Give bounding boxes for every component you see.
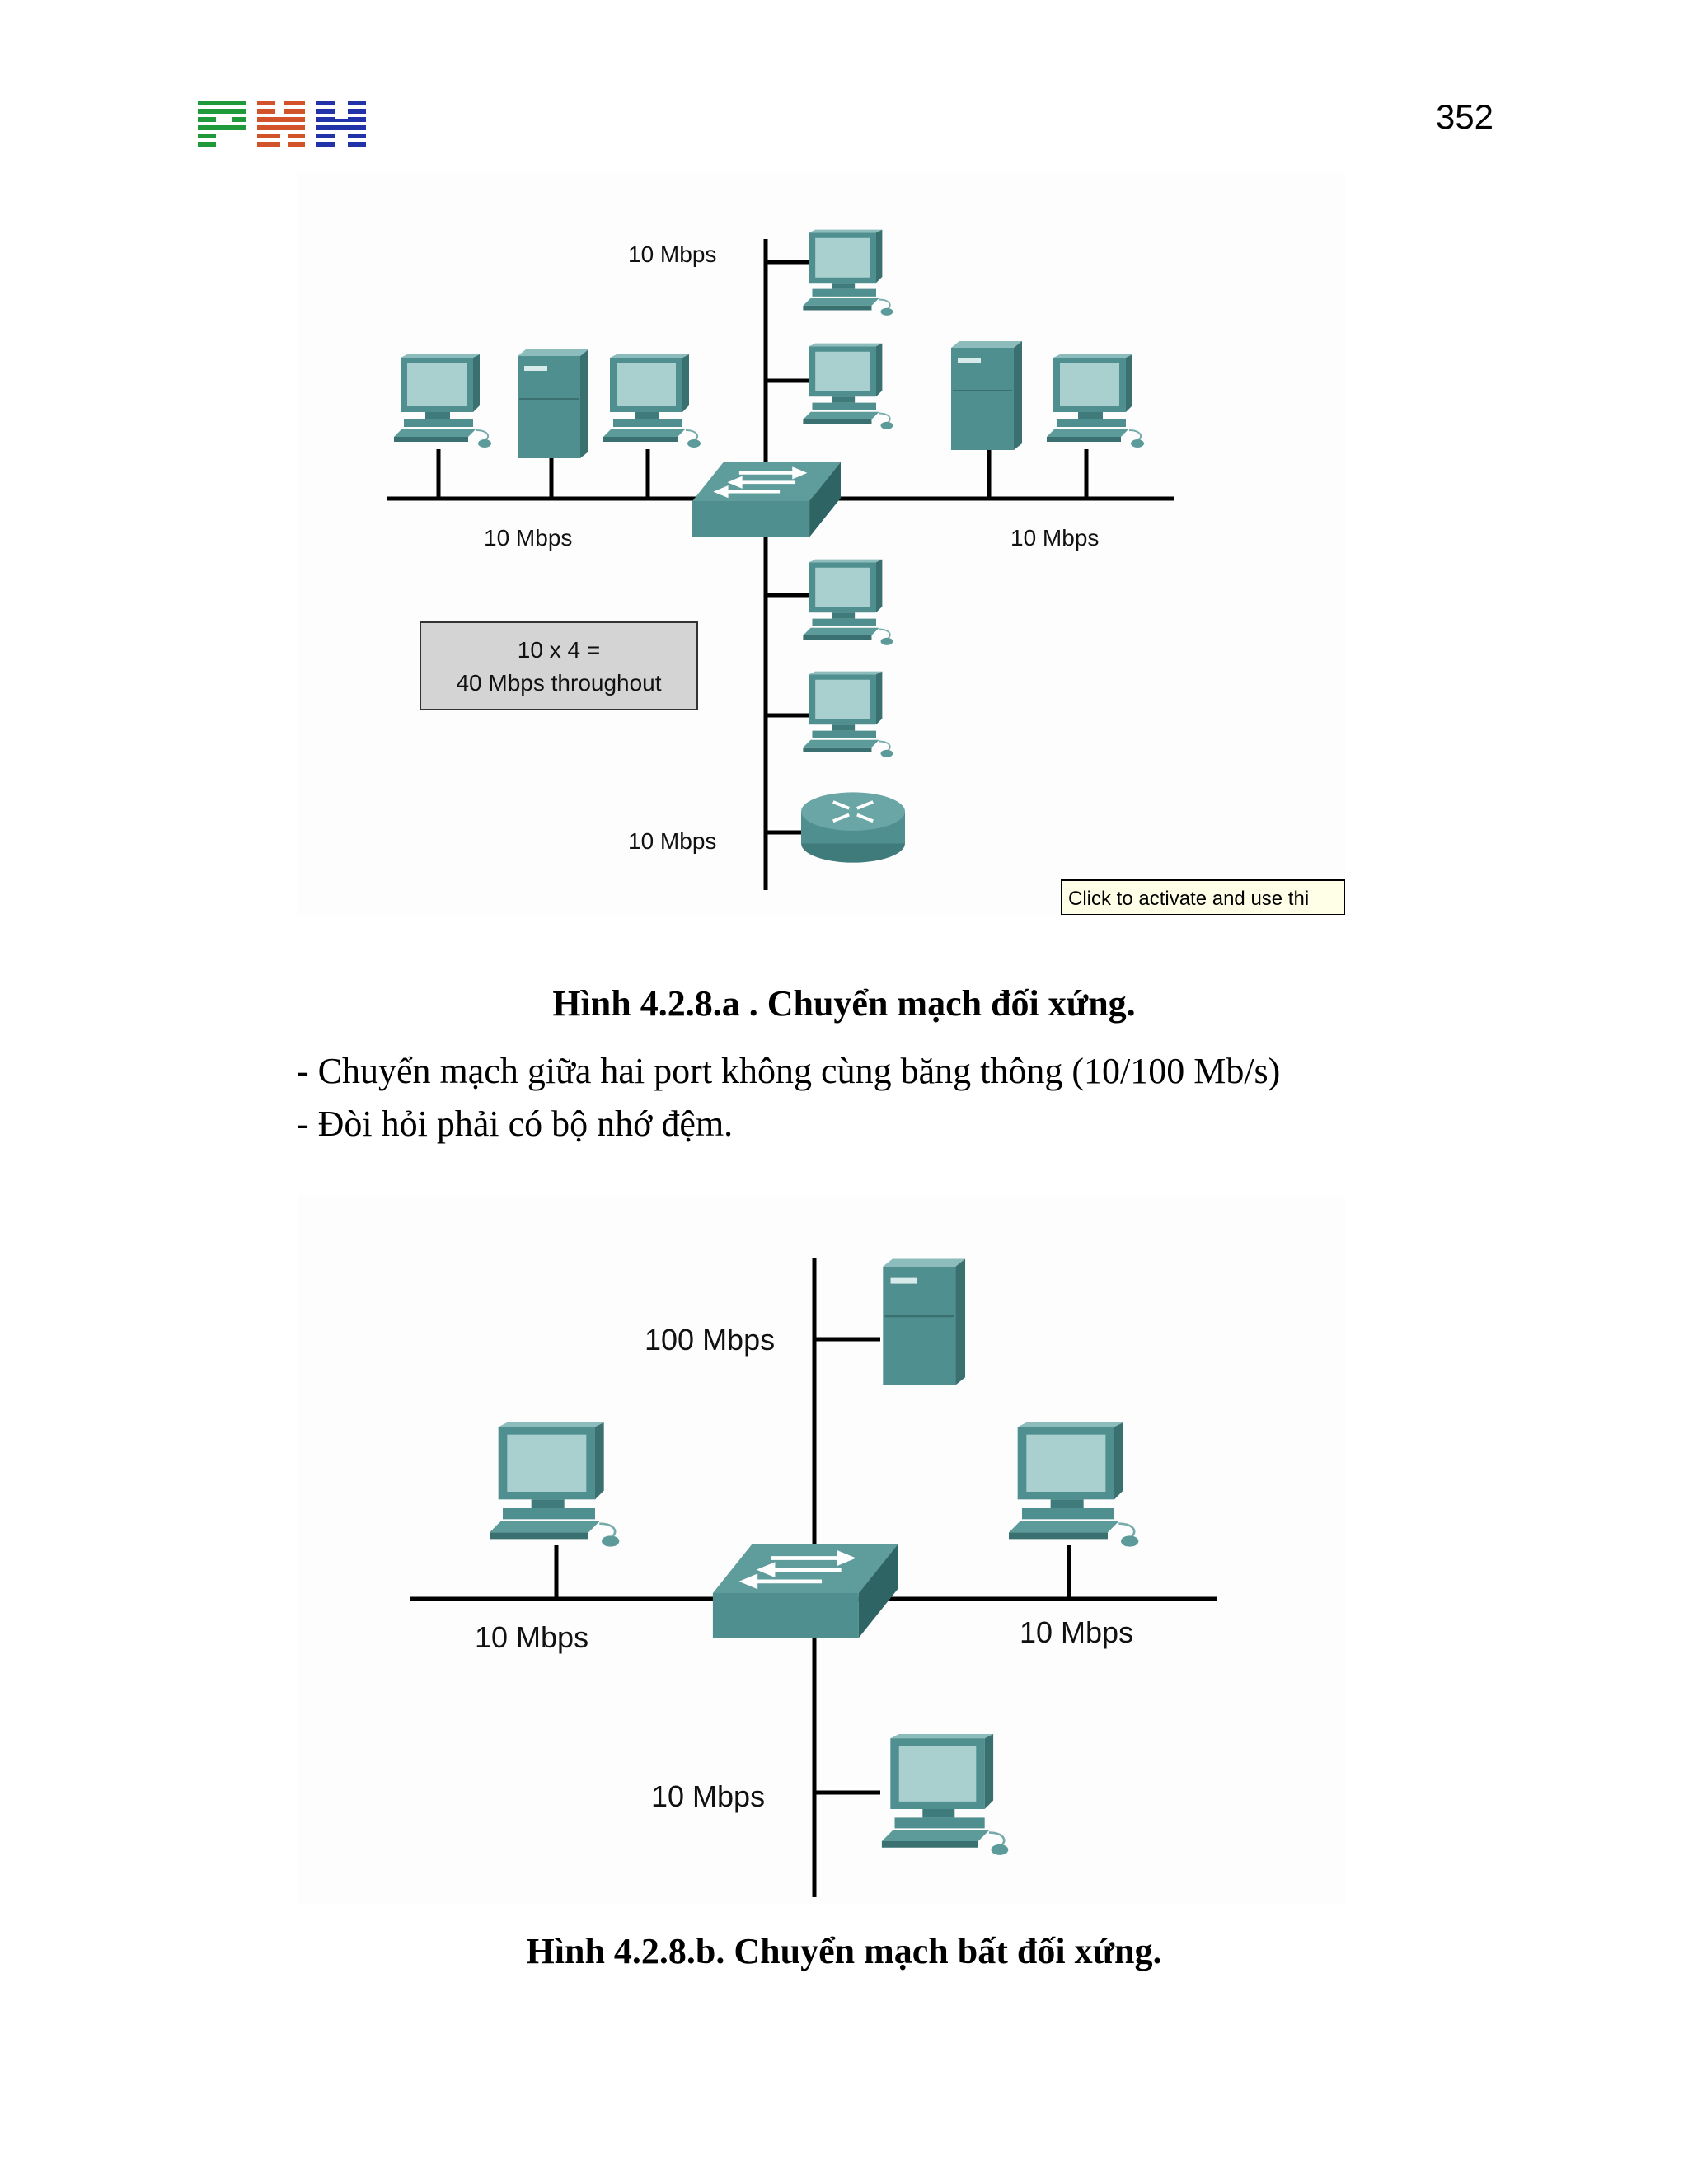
pc-b-right xyxy=(1007,1422,1140,1549)
page-number: 352 xyxy=(1435,97,1493,136)
pc-a-bottom-1 xyxy=(802,559,894,646)
body-text-line-1: - Chuyển mạch giữa hai port không cùng b… xyxy=(297,1051,1281,1091)
figure-asymmetric-switching: 100 Mbps 10 Mbps 10 Mbps 10 Mbps xyxy=(298,1195,1345,1904)
label-a-bottom: 10 Mbps xyxy=(628,828,716,854)
switch-b xyxy=(713,1544,898,1638)
pnh-logo xyxy=(198,101,366,148)
router-a xyxy=(801,791,905,865)
throughput-line-1: 10 x 4 = xyxy=(518,637,600,663)
pc-a-top-1 xyxy=(802,229,894,316)
label-a-top: 10 Mbps xyxy=(628,241,716,267)
throughput-box: 10 x 4 = 40 Mbps throughout xyxy=(420,621,698,710)
pc-a-left-1 xyxy=(393,354,492,448)
network-lines-a xyxy=(387,239,1174,890)
activate-tooltip[interactable]: Click to activate and use thi xyxy=(1061,879,1345,915)
server-a-right xyxy=(950,340,1023,451)
server-a-left xyxy=(517,349,589,459)
label-b-top: 100 Mbps xyxy=(645,1323,775,1357)
pc-a-right-1 xyxy=(1046,354,1145,448)
pc-a-top-2 xyxy=(802,343,894,430)
pc-b-bottom xyxy=(880,1734,1010,1857)
figure-symmetric-switching: 10 Mbps 10 Mbps 10 Mbps 10 Mbps 10 x 4 =… xyxy=(298,173,1345,915)
label-b-right: 10 Mbps xyxy=(1020,1615,1133,1649)
label-b-bottom: 10 Mbps xyxy=(651,1779,765,1813)
pc-a-left-2 xyxy=(603,354,701,448)
label-b-left: 10 Mbps xyxy=(475,1620,588,1654)
label-a-right: 10 Mbps xyxy=(1010,525,1099,551)
throughput-line-2: 40 Mbps throughout xyxy=(456,670,661,696)
tooltip-text: Click to activate and use thi xyxy=(1068,888,1309,910)
caption-figure-a: Hình 4.2.8.a . Chuyển mạch đối xứng. xyxy=(552,983,1136,1024)
pc-a-bottom-2 xyxy=(802,671,894,758)
label-a-left: 10 Mbps xyxy=(484,525,572,551)
server-b-top xyxy=(882,1258,967,1386)
switch-a xyxy=(692,462,841,539)
caption-figure-b: Hình 4.2.8.b. Chuyển mạch bất đối xứng. xyxy=(526,1931,1162,1971)
pc-b-left xyxy=(488,1422,621,1549)
body-text-line-2: - Đòi hỏi phải có bộ nhớ đệm. xyxy=(297,1104,734,1144)
